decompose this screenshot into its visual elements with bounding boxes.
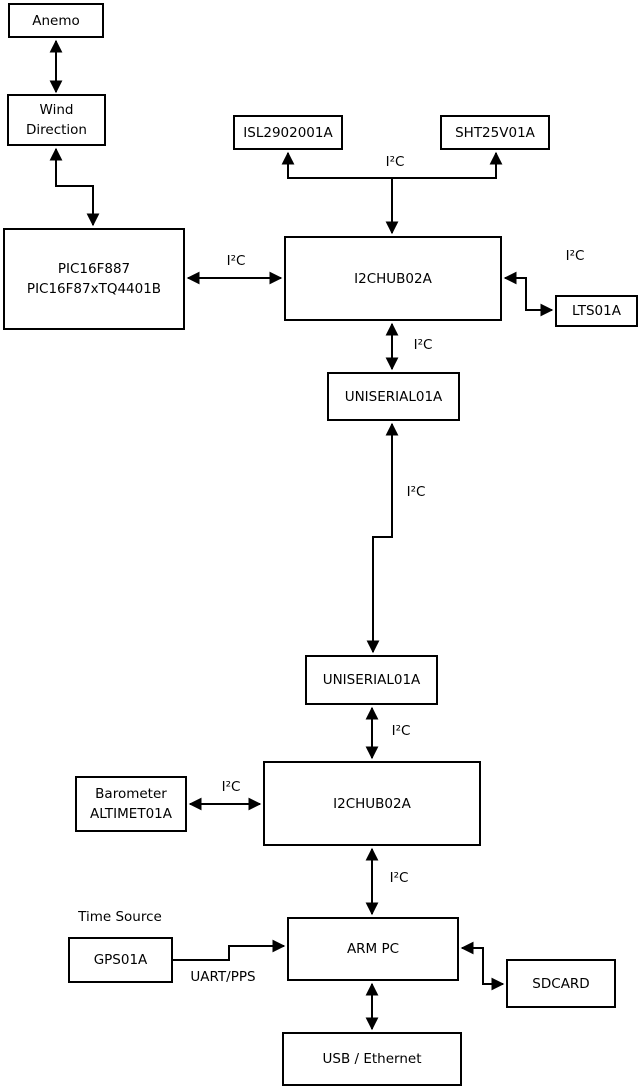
node-barometer-label-line2: ALTIMET01A: [90, 806, 172, 822]
node-sdcard: SDCARD: [506, 959, 616, 1008]
connector-gps-armpc: [173, 939, 286, 961]
node-wind-direction-label-line1: Wind: [39, 102, 74, 118]
node-arm-pc: ARM PC: [287, 917, 459, 981]
edge-label-i2c-hub-armpc: I²C: [389, 870, 409, 886]
node-uniserial01a-bottom: UNISERIAL01A: [305, 655, 438, 705]
connector-i2chubtop-lts: [503, 271, 554, 317]
node-barometer: Barometer ALTIMET01A: [75, 776, 187, 832]
node-usb-ethernet: USB / Ethernet: [282, 1032, 462, 1086]
node-gps01a: GPS01A: [68, 937, 173, 983]
connector-armpc-sdcard: [460, 941, 505, 991]
edge-label-i2c-hub-lts: I²C: [565, 248, 585, 264]
node-isl2902001a-label: ISL2902001A: [243, 124, 333, 141]
node-isl2902001a: ISL2902001A: [233, 115, 343, 150]
edge-label-time-source: Time Source: [78, 909, 162, 925]
node-i2chub02a-top: I2CHUB02A: [284, 236, 502, 321]
node-sht25v01a-label: SHT25V01A: [455, 124, 535, 141]
node-i2chub02a-bottom: I2CHUB02A: [263, 761, 481, 846]
node-lts01a: LTS01A: [555, 295, 638, 327]
node-pic-label-line2: PIC16F87xTQ4401B: [26, 281, 162, 297]
node-pic-label-line1: PIC16F887: [57, 261, 131, 277]
node-barometer-label-line1: Barometer: [95, 786, 167, 802]
node-anemo-label: Anemo: [32, 12, 80, 29]
edge-label-i2c-pic-hub: I²C: [226, 253, 246, 269]
node-uniserial01a-top: UNISERIAL01A: [327, 372, 460, 421]
node-uniserial01a-bottom-label: UNISERIAL01A: [322, 672, 421, 688]
node-arm-pc-label: ARM PC: [346, 941, 400, 957]
edge-label-uart-pps: UART/PPS: [190, 969, 256, 985]
connector-uniserialtop-uniserialbottom: [366, 422, 399, 654]
node-gps01a-label: GPS01A: [93, 952, 148, 968]
node-wind-direction: Wind Direction: [7, 94, 106, 146]
node-i2chub02a-top-label: I2CHUB02A: [354, 270, 432, 287]
node-sht25v01a: SHT25V01A: [440, 115, 550, 150]
node-pic: PIC16F887 PIC16F87xTQ4401B: [3, 228, 185, 330]
node-usb-ethernet-label: USB / Ethernet: [322, 1051, 422, 1067]
node-wind-direction-label-line2: Direction: [26, 122, 87, 138]
node-lts01a-label: LTS01A: [572, 303, 621, 319]
edge-label-i2c-sensor-bus: I²C: [385, 154, 405, 170]
node-anemo: Anemo: [8, 3, 104, 38]
edge-label-i2c-hub-uniserial: I²C: [413, 337, 433, 353]
edge-label-i2c-uniserial-hub: I²C: [391, 723, 411, 739]
edge-label-i2c-uniserial-link: I²C: [406, 484, 426, 500]
connector-winddirection-pic: [49, 147, 100, 227]
node-i2chub02a-bottom-label: I2CHUB02A: [333, 795, 411, 812]
node-sdcard-label: SDCARD: [532, 975, 590, 992]
edge-label-i2c-barometer-hub: I²C: [221, 779, 241, 795]
node-uniserial01a-top-label: UNISERIAL01A: [344, 388, 443, 405]
